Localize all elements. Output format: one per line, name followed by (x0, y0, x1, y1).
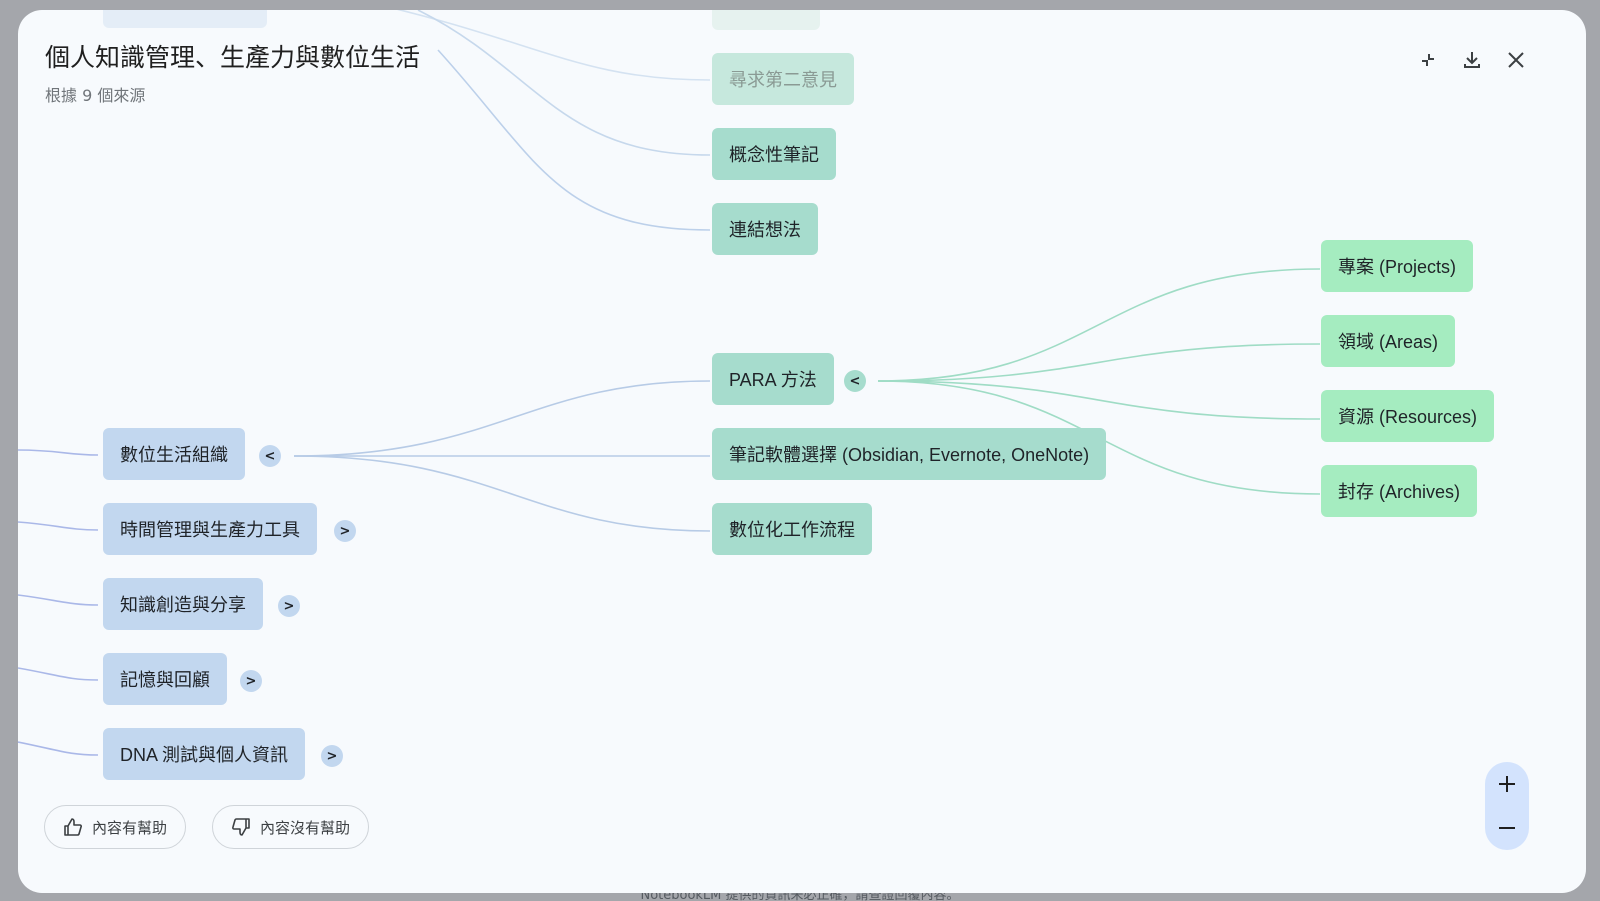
mindmap-node-digital-life[interactable]: 數位生活組織 (103, 428, 245, 480)
thumbs-down-icon (232, 818, 250, 836)
mindmap-node-hidden[interactable] (712, 10, 820, 30)
mindmap-node-conceptual-notes[interactable]: 概念性筆記 (712, 128, 836, 180)
mindmap-node-areas[interactable]: 領域 (Areas) (1321, 315, 1456, 367)
mindmap-node-archives[interactable]: 封存 (Archives) (1321, 465, 1478, 517)
mindmap-node-note-software[interactable]: 筆記軟體選擇 (Obsidian, Evernote, OneNote) (712, 428, 1107, 480)
mindmap-node-time-management[interactable]: 時間管理與生產力工具 (103, 503, 317, 555)
page-title: 個人知識管理、生產力與數位生活 (45, 43, 421, 72)
collapse-toggle[interactable]: < (259, 445, 281, 467)
link-upper-3 (437, 49, 711, 231)
link-para-projects (877, 268, 1321, 382)
download-button[interactable] (1457, 45, 1487, 75)
minus-icon (1499, 827, 1515, 829)
collapse-icon (1422, 54, 1434, 66)
link-root-2 (18, 521, 99, 531)
source-count: 根據 9 個來源 (45, 86, 146, 105)
link-l1-workflow (293, 455, 711, 532)
link-l1-para (293, 380, 711, 457)
mindmap-node-digital-workflow[interactable]: 數位化工作流程 (712, 503, 872, 555)
helpful-label: 內容有幫助 (92, 818, 168, 837)
collapse-toggle[interactable]: < (844, 370, 866, 392)
collapse-button[interactable] (1413, 45, 1443, 75)
close-icon (1508, 52, 1524, 68)
expand-toggle[interactable]: > (321, 745, 343, 767)
download-icon (1464, 52, 1480, 68)
expand-toggle[interactable]: > (240, 670, 262, 692)
mindmap-node-para[interactable]: PARA 方法 (712, 353, 834, 405)
not-helpful-button[interactable]: 內容沒有幫助 (212, 805, 370, 849)
zoom-in-button[interactable] (1485, 762, 1529, 806)
mindmap-node-memory[interactable]: 記憶與回顧 (103, 653, 227, 705)
link-root-4 (18, 667, 99, 681)
link-root-5 (18, 741, 99, 756)
zoom-controls (1485, 762, 1529, 850)
helpful-button[interactable]: 內容有幫助 (44, 805, 187, 849)
mindmap-dialog: 尋求第二意見 概念性筆記 連結想法 數位生活組織 < 時間管理與生產力工具 > … (18, 10, 1586, 893)
mindmap-node-resources[interactable]: 資源 (Resources) (1321, 390, 1495, 442)
mindmap-node-projects[interactable]: 專案 (Projects) (1321, 240, 1474, 292)
not-helpful-label: 內容沒有幫助 (260, 818, 351, 837)
link-para-areas (877, 343, 1321, 382)
link-root-3 (18, 594, 99, 606)
mindmap-node-second-opinion[interactable]: 尋求第二意見 (712, 53, 854, 105)
link-para-resources (877, 380, 1321, 420)
thumbs-up-icon (64, 818, 82, 836)
mindmap-node-hidden[interactable] (103, 10, 267, 28)
mindmap-links (18, 10, 1321, 756)
link-upper-1 (396, 10, 711, 81)
link-root-1 (18, 449, 99, 456)
plus-icon (1499, 776, 1515, 792)
mindmap-node-knowledge-creation[interactable]: 知識創造與分享 (103, 578, 263, 630)
link-upper-2 (417, 10, 711, 156)
mindmap-node-link-ideas[interactable]: 連結想法 (712, 203, 818, 255)
expand-toggle[interactable]: > (278, 595, 300, 617)
expand-toggle[interactable]: > (334, 520, 356, 542)
mindmap-node-dna[interactable]: DNA 測試與個人資訊 (103, 728, 306, 780)
zoom-out-button[interactable] (1485, 806, 1529, 850)
close-button[interactable] (1501, 45, 1531, 75)
